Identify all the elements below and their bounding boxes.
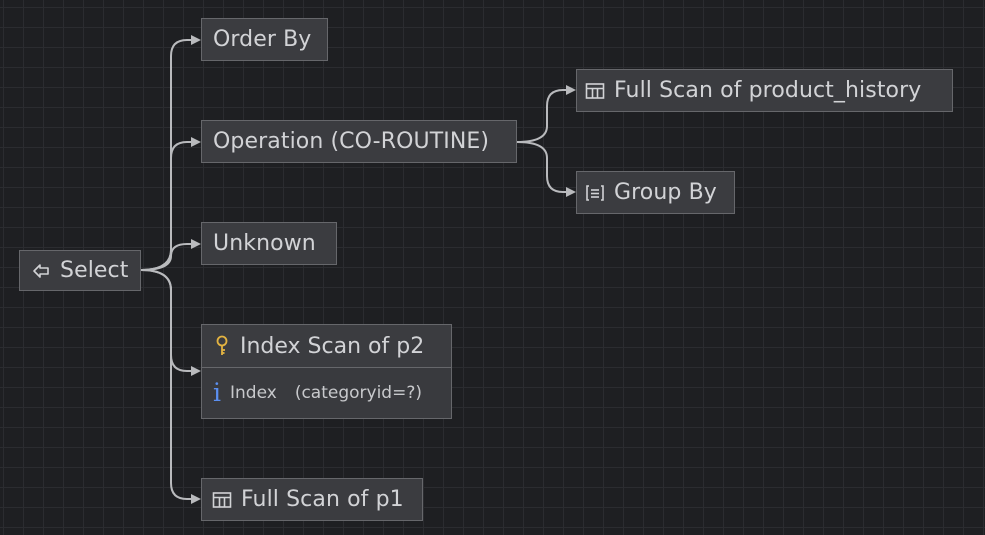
edge-select-full-scan-p1 <box>140 269 201 504</box>
node-label: Index Scan of p2 <box>240 333 425 359</box>
node-header: Index Scan of p2 <box>202 325 451 368</box>
edge-operation-full-scan <box>516 85 576 143</box>
node-full-scan-p1[interactable]: Full Scan of p1 <box>201 478 423 521</box>
node-index-scan-p2[interactable]: Index Scan of p2 i Index (categoryid=?) <box>201 324 452 419</box>
node-detail-row: i Index (categoryid=?) <box>202 368 451 418</box>
group-icon <box>585 184 605 202</box>
node-full-scan-product-history[interactable]: Full Scan of product_history <box>576 69 953 112</box>
arrow-left-icon <box>31 263 51 279</box>
edge-select-operation <box>140 137 201 271</box>
node-operation[interactable]: Operation (CO-ROUTINE) <box>201 120 517 163</box>
node-unknown[interactable]: Unknown <box>201 222 337 265</box>
node-group-by[interactable]: Group By <box>576 171 735 214</box>
info-icon: i <box>213 377 221 407</box>
node-select[interactable]: Select <box>19 250 141 291</box>
edge-select-unknown <box>140 239 201 271</box>
node-label: Full Scan of p1 <box>241 486 404 512</box>
node-label: Unknown <box>213 230 316 256</box>
node-label: Group By <box>614 179 717 205</box>
detail-name: Index <box>230 383 277 403</box>
table-icon <box>585 82 605 100</box>
node-label: Operation (CO-ROUTINE) <box>213 128 490 154</box>
node-order-by[interactable]: Order By <box>201 18 328 61</box>
node-label: Order By <box>213 26 312 52</box>
node-label: Select <box>60 257 129 283</box>
table-icon <box>212 491 232 509</box>
edge-operation-group-by <box>516 141 576 197</box>
detail-value: (categoryid=?) <box>294 383 422 403</box>
key-icon <box>213 335 231 357</box>
node-label: Full Scan of product_history <box>614 77 922 103</box>
